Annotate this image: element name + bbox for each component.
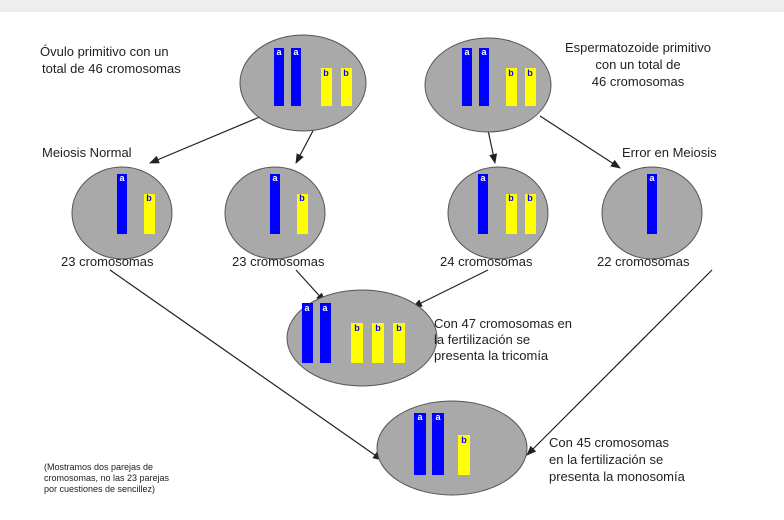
cell-gamete-2: a b (224, 166, 326, 260)
svg-text:en la fertilización se: en la fertilización se (549, 452, 663, 467)
chromosome-a (302, 303, 313, 363)
arrow-cell1-to-monosomia (109, 269, 383, 461)
chromosome-a (274, 48, 284, 106)
label-count-2: 23 cromosomas (232, 254, 325, 269)
svg-text:Con 47 cromosomas en: Con 47 cromosomas en (434, 316, 572, 331)
svg-text:a: a (322, 303, 328, 313)
cell-espermatozoide: a a b b (424, 37, 552, 133)
svg-text:b: b (375, 323, 381, 333)
chromosome-b (525, 68, 536, 106)
svg-text:b: b (396, 323, 402, 333)
chromosome-a (117, 174, 127, 234)
svg-text:46 cromosomas: 46 cromosomas (592, 74, 685, 89)
svg-text:Espermatozoide primitivo: Espermatozoide primitivo (565, 40, 711, 55)
svg-text:total de 46 cromosomas: total de 46 cromosomas (42, 61, 181, 76)
cell-gamete-3: a b b (447, 166, 549, 260)
svg-text:a: a (119, 173, 125, 183)
cell-zygote-trisomia: a a b b b (286, 289, 438, 387)
chromosome-a (270, 174, 280, 234)
svg-text:con un total de: con un total de (595, 57, 680, 72)
arrow-cell4-to-monosomia (526, 269, 713, 456)
svg-text:la fertilización se: la fertilización se (434, 332, 530, 347)
label-ovulo: Óvulo primitivo con un total de 46 cromo… (40, 44, 181, 76)
chromosome-b (341, 68, 352, 106)
svg-text:b: b (508, 68, 514, 78)
label-meiosis-normal: Meiosis Normal (42, 145, 132, 160)
chromosome-b (372, 323, 384, 363)
arrow-cell2-to-trisomia (295, 269, 326, 303)
svg-text:a: a (435, 412, 441, 422)
chromosome-b (351, 323, 363, 363)
svg-text:a: a (276, 47, 282, 57)
svg-text:Óvulo primitivo con un: Óvulo primitivo con un (40, 44, 169, 59)
chromosome-b (525, 194, 536, 234)
svg-text:cromosomas, no las 23 parejas: cromosomas, no las 23 parejas (44, 473, 170, 483)
chromosome-b (506, 68, 517, 106)
svg-text:a: a (304, 303, 310, 313)
chromosome-b (458, 435, 470, 475)
chromosome-a (478, 174, 488, 234)
svg-text:(Mostramos dos parejas de: (Mostramos dos parejas de (44, 462, 153, 472)
top-bar (0, 0, 784, 12)
label-count-1: 23 cromosomas (61, 254, 154, 269)
svg-text:b: b (508, 193, 514, 203)
arrow-ovulo-to-cell2 (295, 126, 316, 164)
svg-text:b: b (354, 323, 360, 333)
svg-text:Con 45 cromosomas: Con 45 cromosomas (549, 435, 669, 450)
svg-text:b: b (527, 68, 533, 78)
arrows (109, 115, 713, 461)
svg-text:a: a (272, 173, 278, 183)
svg-text:a: a (649, 173, 655, 183)
svg-text:b: b (343, 68, 349, 78)
chromosome-b (321, 68, 332, 106)
label-espermatozoide: Espermatozoide primitivo con un total de… (565, 40, 711, 89)
svg-text:a: a (481, 47, 487, 57)
svg-text:b: b (323, 68, 329, 78)
cell-zygote-monosomia: a a b (376, 400, 528, 496)
svg-text:presenta la tricomía: presenta la tricomía (434, 348, 549, 363)
chromosome-a (479, 48, 489, 106)
arrow-cell3-to-trisomia (412, 269, 489, 308)
svg-text:a: a (464, 47, 470, 57)
svg-text:b: b (527, 193, 533, 203)
svg-text:a: a (293, 47, 299, 57)
label-count-3: 24 cromosomas (440, 254, 533, 269)
chromosome-b (506, 194, 517, 234)
chromosome-b (144, 194, 155, 234)
label-note: (Mostramos dos parejas de cromosomas, no… (44, 462, 170, 494)
svg-text:b: b (146, 193, 152, 203)
chromosome-b (297, 194, 308, 234)
svg-text:a: a (417, 412, 423, 422)
label-monosomia: Con 45 cromosomas en la fertilización se… (549, 435, 686, 484)
arrow-esperma-to-cell4 (539, 115, 621, 169)
svg-text:b: b (299, 193, 305, 203)
label-trisomia: Con 47 cromosomas en la fertilización se… (434, 316, 572, 363)
chromosome-b (393, 323, 405, 363)
svg-text:a: a (480, 173, 486, 183)
cell-ovulo: a a b b (239, 34, 367, 132)
label-error-meiosis: Error en Meiosis (622, 145, 717, 160)
chromosome-a (647, 174, 657, 234)
cell-gamete-1: a b (71, 166, 173, 260)
label-count-4: 22 cromosomas (597, 254, 690, 269)
chromosome-a (462, 48, 472, 106)
arrow-esperma-to-cell3 (487, 129, 498, 164)
arrow-ovulo-to-cell1 (149, 115, 263, 164)
chromosome-a (320, 303, 331, 363)
chromosome-a (414, 413, 426, 475)
chromosome-a (432, 413, 444, 475)
cell-gamete-4: a (601, 166, 703, 260)
svg-text:presenta la monosomía: presenta la monosomía (549, 469, 686, 484)
svg-text:por cuestiones de sencillez): por cuestiones de sencillez) (44, 484, 155, 494)
chromosome-a (291, 48, 301, 106)
svg-text:b: b (461, 435, 467, 445)
